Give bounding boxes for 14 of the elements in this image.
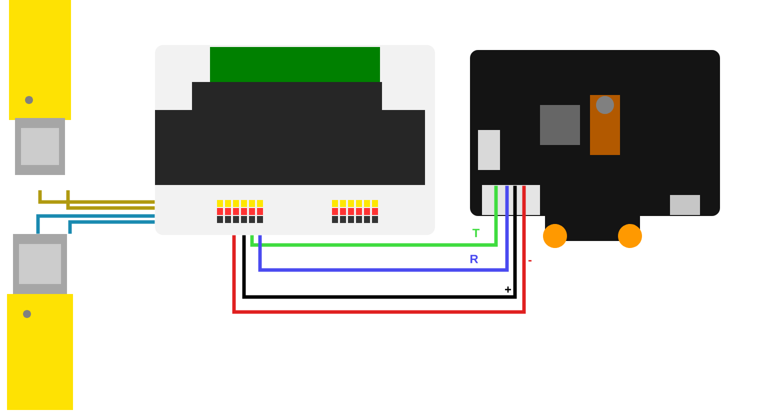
camera-module-drawing xyxy=(470,50,720,248)
wire xyxy=(38,188,156,210)
edge-label: + xyxy=(503,285,513,295)
board-drawing xyxy=(155,45,435,235)
edge-label: T xyxy=(471,228,481,238)
wire xyxy=(232,186,526,314)
edge-label: R xyxy=(468,254,480,264)
motor-drawing xyxy=(7,234,73,410)
edge-label: - xyxy=(526,258,534,266)
wire xyxy=(250,186,498,247)
motor-drawing xyxy=(9,0,71,175)
wire xyxy=(36,214,156,236)
wire xyxy=(242,186,517,299)
wire xyxy=(258,186,509,272)
